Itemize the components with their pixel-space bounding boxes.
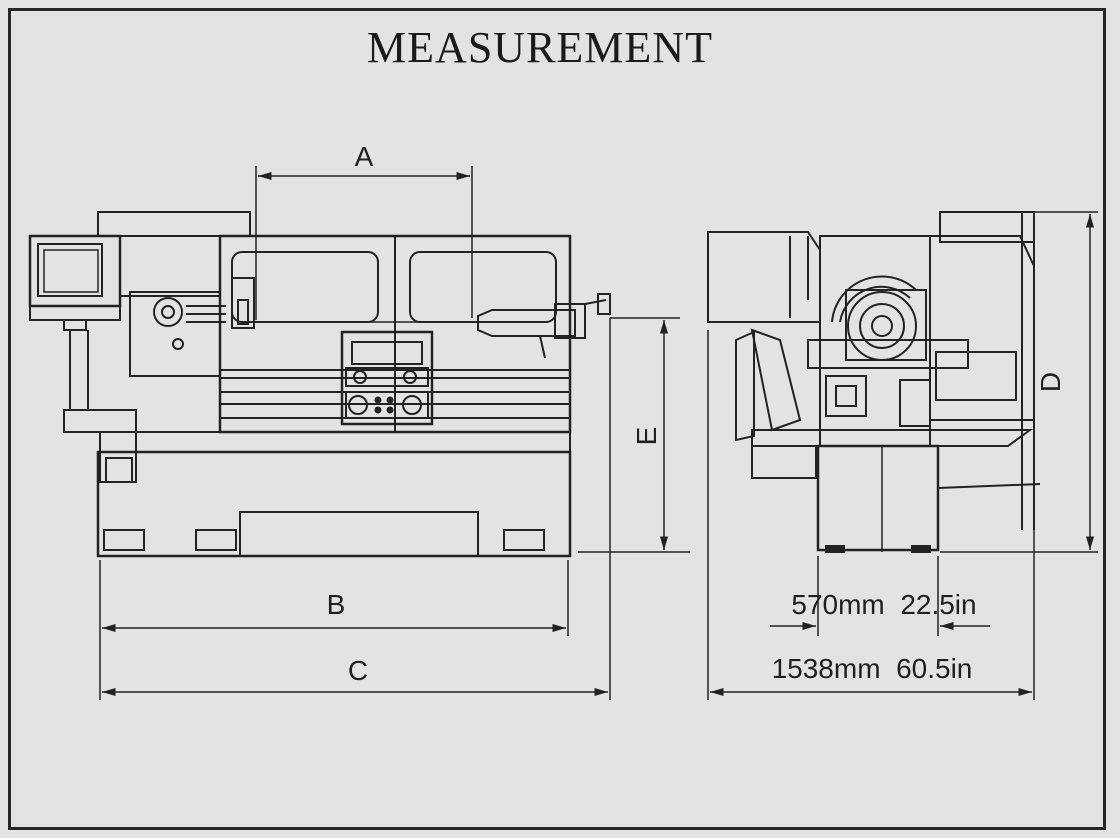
label-side-width-total: 1538mm 60.5in <box>772 653 973 684</box>
dimension-b <box>99 560 569 700</box>
dimension-d <box>940 211 1098 553</box>
drawing-border <box>8 8 1106 830</box>
dimension-side-width-small <box>770 556 990 636</box>
dimension-c <box>102 318 611 700</box>
drawing-title: MEASUREMENT <box>367 23 713 72</box>
dimension-side-width-total <box>707 330 1035 700</box>
label-b: B <box>327 589 346 620</box>
front-view <box>28 211 611 558</box>
label-c: C <box>348 655 368 686</box>
label-side-width-small: 570mm 22.5in <box>791 589 976 620</box>
dimension-a <box>255 166 473 320</box>
dimension-e <box>578 317 690 553</box>
label-a: A <box>355 141 374 172</box>
side-view <box>707 211 1041 553</box>
label-e: E <box>631 427 662 446</box>
label-d: D <box>1035 372 1066 392</box>
